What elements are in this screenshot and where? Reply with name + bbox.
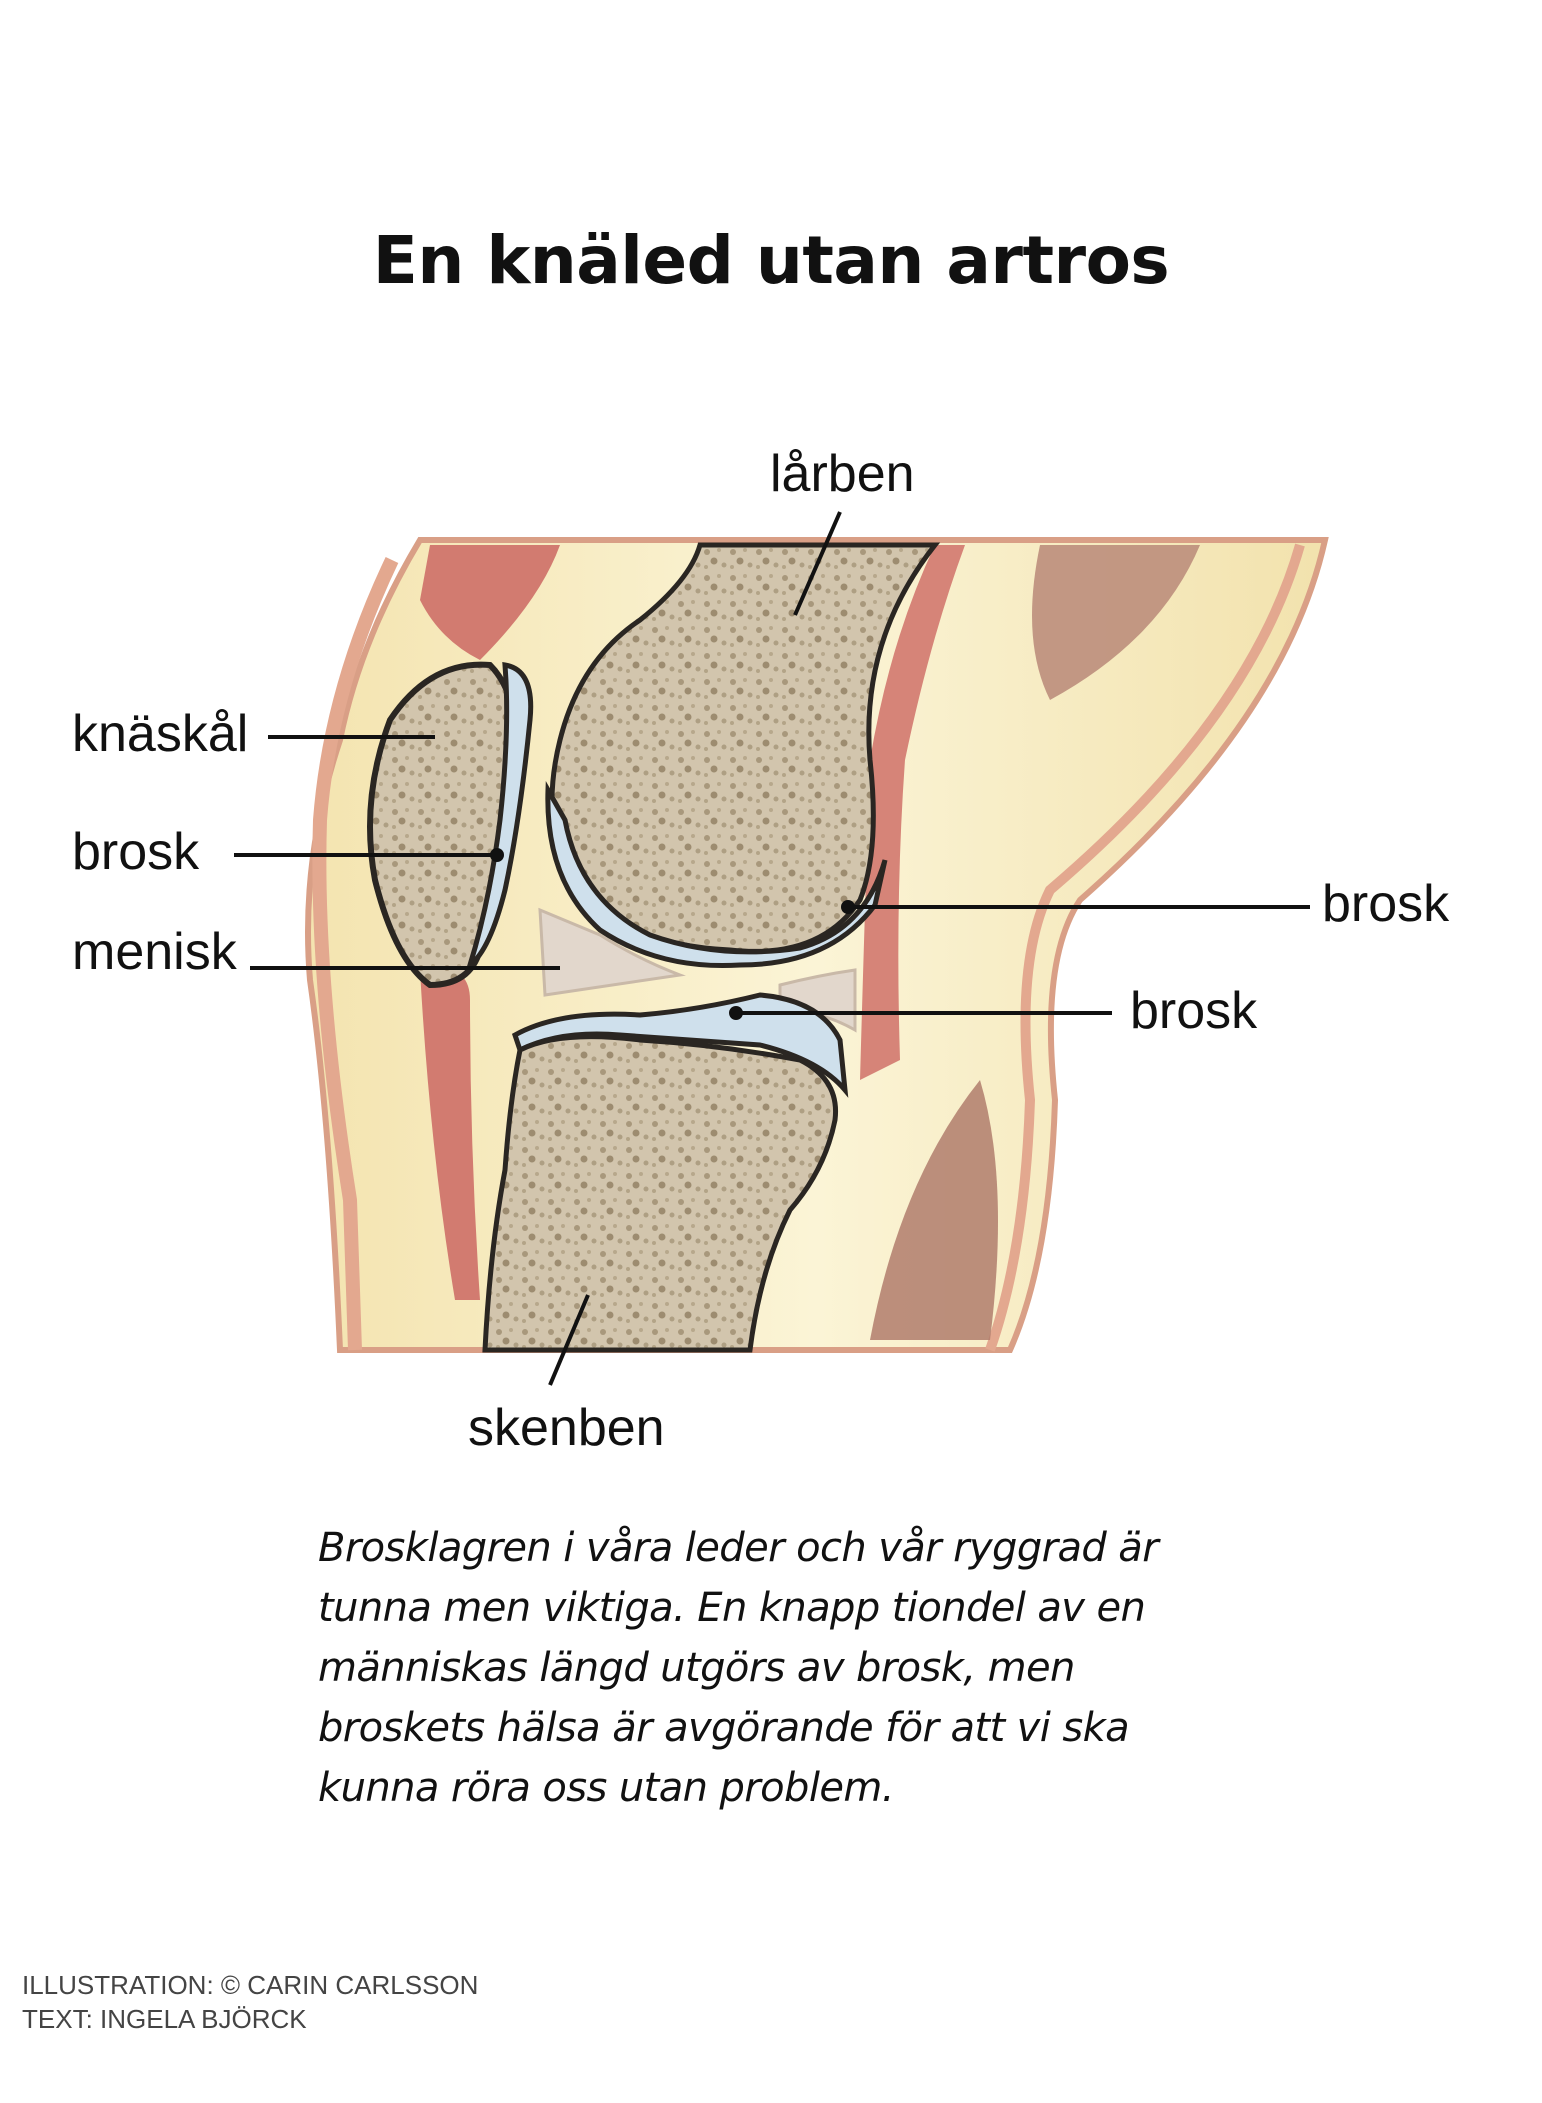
- caption-text: Brosklagren i våra leder och vår ryggrad…: [318, 1518, 1218, 1818]
- label-femur: lårben: [770, 445, 915, 503]
- credit-text: TEXT: INGELA BJÖRCK: [22, 2004, 307, 2034]
- page-title: En knäled utan artros: [372, 222, 1170, 299]
- patella-cartilage: [465, 662, 534, 972]
- patellar-ligament: [420, 968, 480, 1300]
- tibia-bone: [482, 1034, 839, 1353]
- posterior-muscle-lower: [870, 1080, 998, 1340]
- label-cartilage-femur: brosk: [1322, 875, 1450, 933]
- label-meniscus: menisk: [72, 923, 237, 981]
- caption-line: tunna men viktiga. En knapp tiondel av e…: [318, 1585, 1146, 1631]
- label-cartilage-tibia: brosk: [1130, 982, 1258, 1040]
- leader-lines: [234, 511, 1310, 1386]
- leader-dots: [490, 848, 855, 1020]
- quadriceps-tendon: [420, 545, 560, 660]
- credit-illustration: ILLUSTRATION: © CARIN CARLSSON: [22, 1970, 479, 2000]
- posterior-capsule: [860, 545, 965, 1080]
- caption-line: broskets hälsa är avgörande för att vi s…: [318, 1705, 1130, 1751]
- label-tibia: skenben: [468, 1399, 665, 1457]
- label-patella: knäskål: [72, 705, 249, 763]
- caption-line: människas längd utgörs av brosk, men: [318, 1645, 1075, 1691]
- femur-cartilage: [545, 781, 888, 969]
- meniscus-front: [538, 907, 686, 997]
- label-cartilage-patella: brosk: [72, 823, 200, 881]
- caption-line: Brosklagren i våra leder och vår ryggrad…: [318, 1525, 1159, 1571]
- posterior-muscle-upper: [1032, 545, 1200, 700]
- caption-line: kunna röra oss utan problem.: [318, 1765, 894, 1811]
- tibia-cartilage: [511, 992, 849, 1098]
- credits: ILLUSTRATION: © CARIN CARLSSON TEXT: ING…: [22, 1968, 478, 2036]
